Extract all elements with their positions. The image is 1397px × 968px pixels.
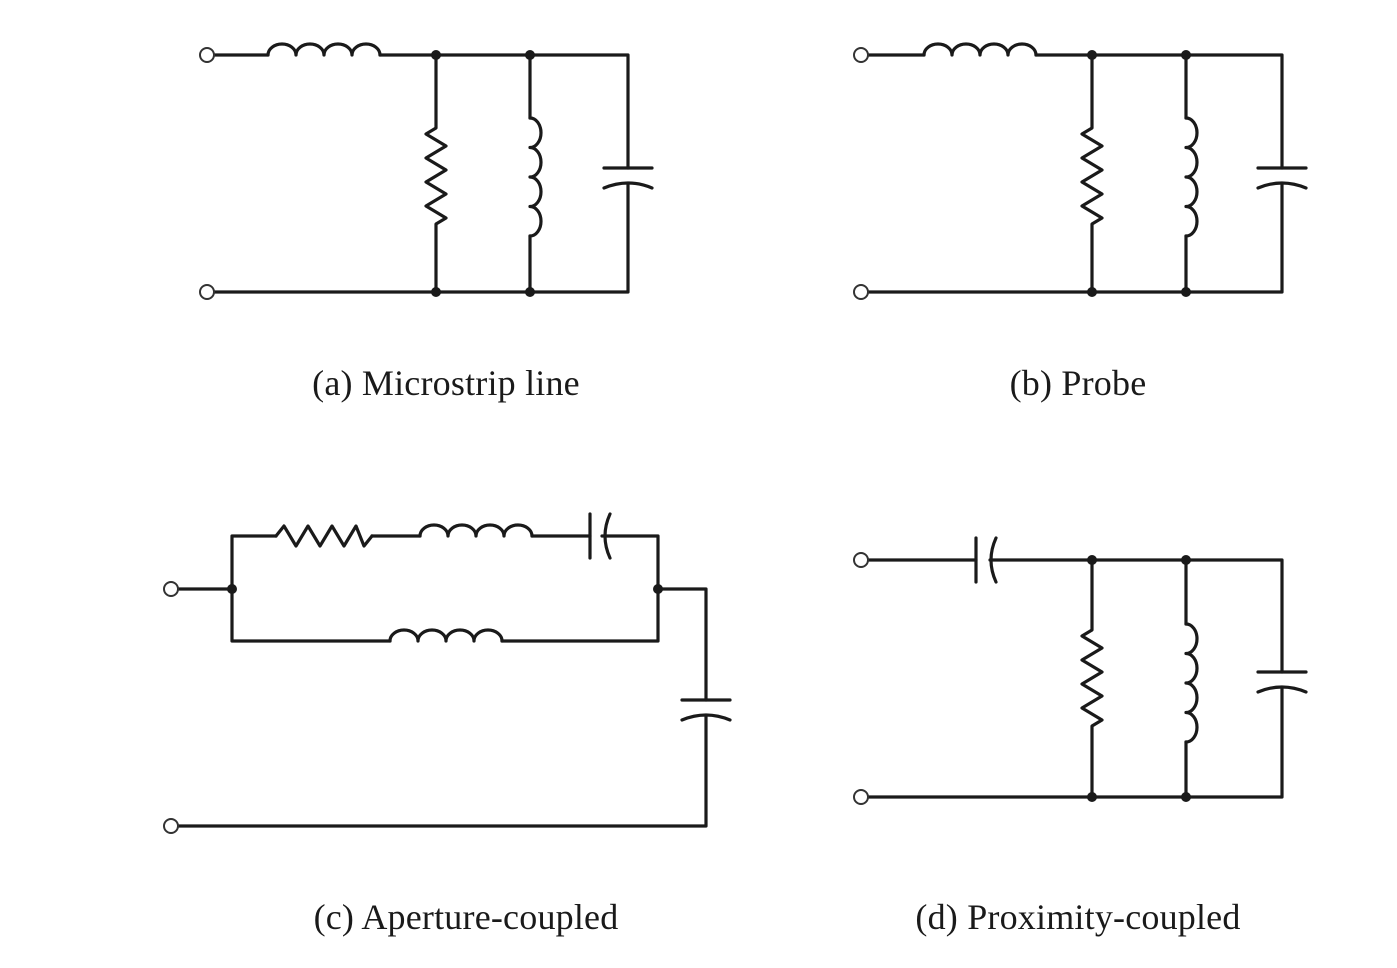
series-inductor xyxy=(922,42,1038,57)
junction-dot xyxy=(1087,792,1097,802)
junction-dot xyxy=(525,50,535,60)
series-inductor xyxy=(418,523,534,538)
circuit-aperture-coupled xyxy=(163,512,732,834)
series-resistor xyxy=(274,524,374,548)
wiring xyxy=(866,558,1284,799)
shunt-inductor xyxy=(1184,622,1199,744)
junction-dot xyxy=(227,584,237,594)
input-terminal-bottom xyxy=(853,284,869,300)
top-rail-wire xyxy=(866,53,1284,294)
shunt-capacitor xyxy=(1256,670,1308,694)
wiring xyxy=(176,534,708,828)
top-rail-wire xyxy=(212,53,630,294)
shunt-capacitor xyxy=(680,698,732,722)
shunt-inductor xyxy=(528,116,543,238)
input-terminal-bottom xyxy=(163,818,179,834)
caption-aperture-coupled: (c) Aperture-coupled xyxy=(313,897,619,937)
caption-proximity-coupled: (d) Proximity-coupled xyxy=(915,897,1241,937)
circuit-probe xyxy=(853,42,1308,300)
circuit-proximity-coupled xyxy=(853,536,1308,805)
junction-dot xyxy=(1087,287,1097,297)
junction-dot xyxy=(1181,50,1191,60)
input-terminal-top xyxy=(163,581,179,597)
shunt-inductor xyxy=(1184,116,1199,238)
input-terminal-top xyxy=(853,47,869,63)
shunt-capacitor xyxy=(602,166,654,190)
series-capacitor xyxy=(974,536,998,584)
parallel-inductor xyxy=(388,628,504,643)
shunt-capacitor xyxy=(1256,166,1308,190)
junction-dot xyxy=(653,584,663,594)
junction-dot xyxy=(1181,555,1191,565)
series-capacitor xyxy=(588,512,612,560)
caption-probe: (b) Probe xyxy=(1009,363,1147,403)
junction-dot xyxy=(1087,50,1097,60)
circuit-microstrip-line xyxy=(199,42,654,300)
junction-dot xyxy=(1087,555,1097,565)
input-terminal-top xyxy=(853,552,869,568)
series-inductor xyxy=(266,42,382,57)
input-terminal-top xyxy=(199,47,215,63)
shunt-resistor-branch xyxy=(1080,558,1104,799)
input-terminal-bottom xyxy=(199,284,215,300)
input-terminal-bottom xyxy=(853,789,869,805)
junction-dot xyxy=(1181,792,1191,802)
junction-dot xyxy=(1181,287,1191,297)
junction-dot xyxy=(525,287,535,297)
junction-dot xyxy=(431,50,441,60)
shunt-resistor-branch xyxy=(424,53,448,294)
junction-dot xyxy=(431,287,441,297)
shunt-resistor-branch xyxy=(1080,53,1104,294)
caption-microstrip-line: (a) Microstrip line xyxy=(312,363,580,403)
